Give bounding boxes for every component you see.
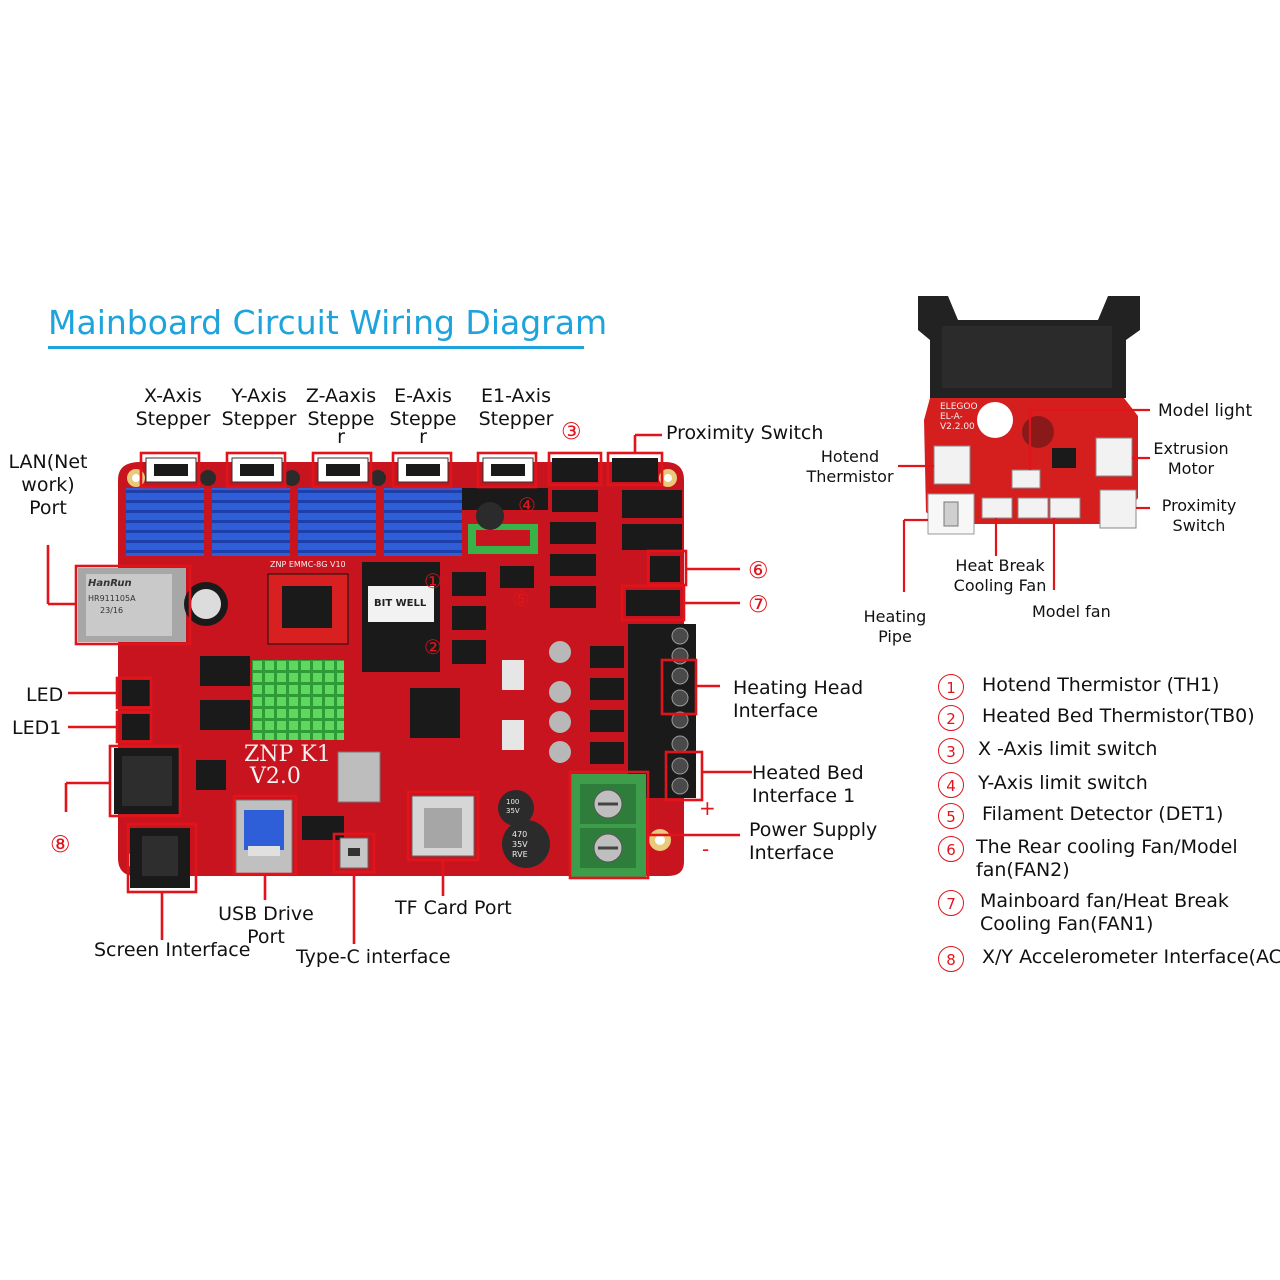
adapter-board [918, 296, 1140, 535]
marker-1: ① [424, 569, 442, 593]
led1-label: LED1 [12, 717, 62, 739]
stepper-heatsinks [126, 488, 462, 556]
usb-port [235, 799, 293, 875]
legend-number: 8 [938, 946, 964, 972]
legend-text-line2: fan(FAN2) [976, 859, 1070, 881]
wifi-module [337, 751, 381, 803]
lan-jack [78, 568, 228, 642]
marker-6: ⑥ [748, 558, 769, 584]
marker-7: ⑦ [748, 592, 769, 618]
adapter-callout-lines [898, 408, 1150, 592]
supercap [362, 562, 440, 672]
chips [196, 646, 624, 840]
lan-jack-date: 23/16 [100, 606, 124, 615]
lan-jack-part: HR911105A [88, 594, 136, 603]
legend-text: Mainboard fan/Heat Break [980, 890, 1229, 912]
board-model-text: ZNP K1 [244, 742, 331, 767]
marker-3: ③ [561, 419, 582, 445]
legend-number: 2 [938, 705, 964, 731]
plus-sign: + [699, 796, 716, 820]
capacitors [200, 470, 571, 868]
led-label: LED [26, 684, 64, 706]
legend-number: 6 [938, 836, 964, 862]
inductor [502, 660, 524, 690]
callout-lines [46, 433, 752, 944]
legend-text-line2: Cooling Fan(FAN1) [980, 913, 1154, 935]
legend-text: Hotend Thermistor (TH1) [982, 674, 1220, 696]
inductor [502, 720, 524, 750]
model-light-label: Model light [1158, 401, 1253, 421]
legend-number: 7 [938, 890, 964, 916]
marker-8: ⑧ [50, 832, 71, 858]
model-fan-label: Model fan [1032, 602, 1111, 621]
screen-interface-label: Screen Interface [94, 939, 251, 961]
proximity-switch-label: Proximity Switch [666, 422, 824, 444]
legend-text: Y-Axis limit switch [978, 772, 1148, 794]
legend-number: 3 [938, 738, 964, 764]
legend-text: The Rear cooling Fan/Model [976, 836, 1238, 858]
legend-number: 5 [938, 803, 964, 829]
tf-card-label: TF Card Port [395, 897, 512, 919]
led1-connector [122, 714, 150, 740]
lan-jack-brand: HanRun [88, 578, 132, 589]
typec-label: Type-C interface [296, 946, 451, 968]
legend-text: Filament Detector (DET1) [982, 803, 1224, 825]
emmc-text: ZNP EMMC-8G V10 [270, 560, 346, 569]
adapter-silk: ELEGOO EL-A- V2.2.00 [940, 402, 978, 432]
marker-4: ④ [518, 493, 536, 517]
legend-number: 4 [938, 772, 964, 798]
legend-number: 1 [938, 674, 964, 700]
right-connectors [452, 458, 682, 664]
page-title: Mainboard Circuit Wiring Diagram [48, 303, 608, 342]
led-connector [122, 680, 150, 706]
power-terminal [570, 774, 646, 878]
legend-text: X/Y Accelerometer Interface(AC) [982, 946, 1280, 968]
cpu-heatsink [252, 660, 344, 740]
marker-2: ② [424, 635, 442, 659]
legend-text: X -Axis limit switch [978, 738, 1158, 760]
supercap-text: BIT WELL [374, 598, 427, 609]
marker-5: ⑤ [512, 587, 530, 611]
board-version-text: V2.0 [250, 764, 301, 789]
legend-text: Heated Bed Thermistor(TB0) [982, 705, 1255, 727]
title-underline [48, 346, 584, 349]
minus-sign: - [702, 837, 710, 861]
